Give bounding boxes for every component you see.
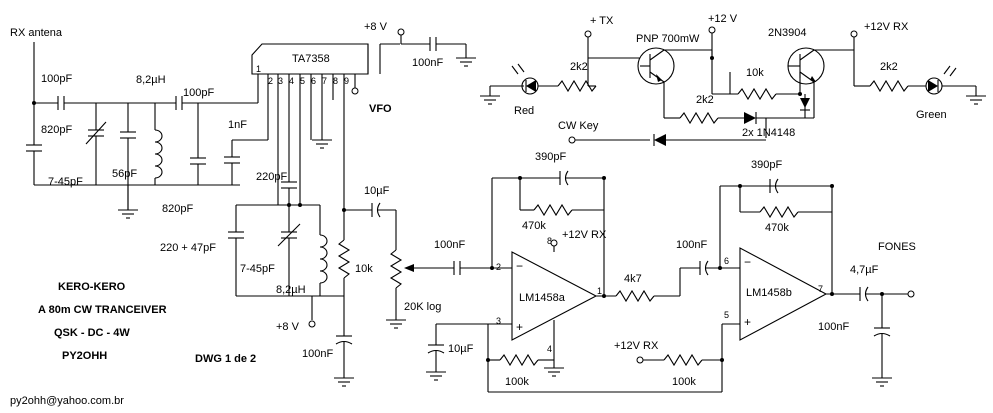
- label-led-green: Green: [916, 109, 947, 121]
- label-fones: FONES: [878, 241, 916, 253]
- pin-5: 5: [300, 76, 305, 86]
- label-c10uf-b: 10µF: [448, 343, 474, 355]
- svg-text:−: −: [516, 259, 523, 273]
- title-line2: A 80m CW TRANCEIVER: [38, 304, 167, 316]
- label-c47uf: 4,7µF: [850, 264, 879, 276]
- label-c1nf: 1nF: [228, 119, 247, 131]
- pin-7: 7: [322, 76, 327, 86]
- label-plus8v-top: +8 V: [364, 21, 388, 33]
- pin-4: 4: [289, 76, 294, 86]
- svg-text:+: +: [744, 315, 751, 329]
- label-c100nf-d: 100nF: [676, 239, 707, 251]
- ta7358-mixer-ic: TA7358 1 2 3 4 5 6 7 8 9 VFO +8 V: [251, 21, 476, 210]
- vfo-tank-circuit: 220pF 220 + 47pF 7-45pF 8,2µH +8 V: [160, 171, 373, 387]
- lm1458a-preamp: LM1458a − + 2 3 1 8 4 390pF 470k +12V RX: [426, 151, 740, 393]
- label-plus8v-bot: +8 V: [276, 321, 300, 333]
- label-led-red: Red: [514, 105, 534, 117]
- pin-6: 6: [311, 76, 316, 86]
- op-b-pin7: 7: [818, 284, 823, 294]
- label-c100pf-b: 100pF: [183, 87, 214, 99]
- audio-volume-section: 10µF 20K log 100nF: [344, 185, 512, 329]
- pin-8: 8: [333, 76, 338, 86]
- label-pot-20k-log: 20K log: [404, 301, 441, 313]
- title-line3: QSK - DC - 4W: [54, 327, 130, 339]
- pin-3: 3: [278, 76, 283, 86]
- label-c100nf-top: 100nF: [412, 57, 443, 69]
- label-r4k7: 4k7: [624, 273, 642, 285]
- op-a-pin1: 1: [597, 286, 602, 296]
- title-dwg: DWG 1 de 2: [195, 353, 256, 365]
- label-plus12v: +12 V: [708, 13, 738, 25]
- label-c10uf-a: 10µF: [364, 185, 390, 197]
- label-npn: 2N3904: [768, 27, 807, 39]
- label-c820pf-a: 820pF: [41, 124, 72, 136]
- label-r2k2-c: 2k2: [880, 61, 898, 73]
- label-l82-a: 8,2µH: [136, 74, 166, 86]
- label-r2k2-a: 2k2: [570, 61, 588, 73]
- label-c745-b: 7-45pF: [240, 263, 275, 275]
- label-diodes: 2x 1N4148: [742, 127, 795, 139]
- label-c220-47pf: 220 + 47pF: [160, 242, 216, 254]
- op-a-pin8: 8: [547, 236, 552, 246]
- pin-9: 9: [344, 76, 349, 86]
- label-r10k-a: 10k: [355, 263, 373, 275]
- pin-1: 1: [256, 64, 261, 74]
- label-vfo: VFO: [369, 103, 392, 115]
- rx-input-network: RX antena 100pF 820pF 7-45pF 56pF 8,2µH: [10, 27, 269, 219]
- label-c100pf-a: 100pF: [41, 73, 72, 85]
- title-line1: KERO-KERO: [58, 281, 126, 293]
- svg-text:+: +: [516, 320, 523, 334]
- label-cw-key: CW Key: [558, 120, 599, 132]
- title-block: KERO-KERO A 80m CW TRANCEIVER QSK - DC -…: [10, 281, 256, 407]
- op-b-pin5: 5: [724, 310, 729, 320]
- label-c100nf-c: 100nF: [434, 239, 465, 251]
- label-r470k-b: 470k: [765, 222, 789, 234]
- label-r100k-b: 100k: [672, 376, 696, 388]
- op-a-pin3: 3: [496, 316, 501, 326]
- title-line4: PY2OHH: [62, 350, 107, 362]
- label-plus-tx: + TX: [590, 15, 614, 27]
- label-r100k-a: 100k: [505, 376, 529, 388]
- label-r470k-a: 470k: [522, 220, 546, 232]
- op-a-pin2: 2: [496, 262, 501, 272]
- label-pnp: PNP 700mW: [636, 33, 700, 45]
- label-rx-antena: RX antena: [10, 27, 63, 39]
- label-l82-b: 8,2µH: [276, 284, 306, 296]
- label-c56pf: 56pF: [112, 168, 137, 180]
- label-c100nf-b: 100nF: [302, 348, 333, 360]
- label-c220pf: 220pF: [256, 171, 287, 183]
- label-plus12rx-c: +12V RX: [864, 21, 909, 33]
- op-b-pin6: 6: [724, 256, 729, 266]
- label-c820pf-b: 820pF: [162, 203, 193, 215]
- lm1458b-audio-amp: LM1458b − + 6 5 7 390pF 470k +12V RX 100…: [614, 159, 916, 392]
- label-ic-ta7358: TA7358: [292, 53, 330, 65]
- pin-2: 2: [268, 76, 273, 86]
- label-c390pf-b: 390pF: [751, 159, 782, 171]
- label-op-a: LM1458a: [519, 292, 566, 304]
- qsk-switching-section: + TX +12 V +12V RX PNP 700mW 2N3904: [480, 13, 986, 146]
- label-c390pf-a: 390pF: [535, 151, 566, 163]
- op-a-pin4: 4: [547, 344, 552, 354]
- title-email: py2ohh@yahoo.com.br: [10, 395, 124, 407]
- label-r2k2-b: 2k2: [696, 94, 714, 106]
- label-c745-a: 7-45pF: [48, 176, 83, 188]
- label-c100nf-e: 100nF: [818, 321, 849, 333]
- svg-text:−: −: [744, 255, 751, 269]
- label-r10k-b: 10k: [746, 67, 764, 79]
- label-op-b: LM1458b: [746, 287, 792, 299]
- label-plus12rx-b: +12V RX: [614, 340, 659, 352]
- label-plus12rx-a: +12V RX: [562, 229, 607, 241]
